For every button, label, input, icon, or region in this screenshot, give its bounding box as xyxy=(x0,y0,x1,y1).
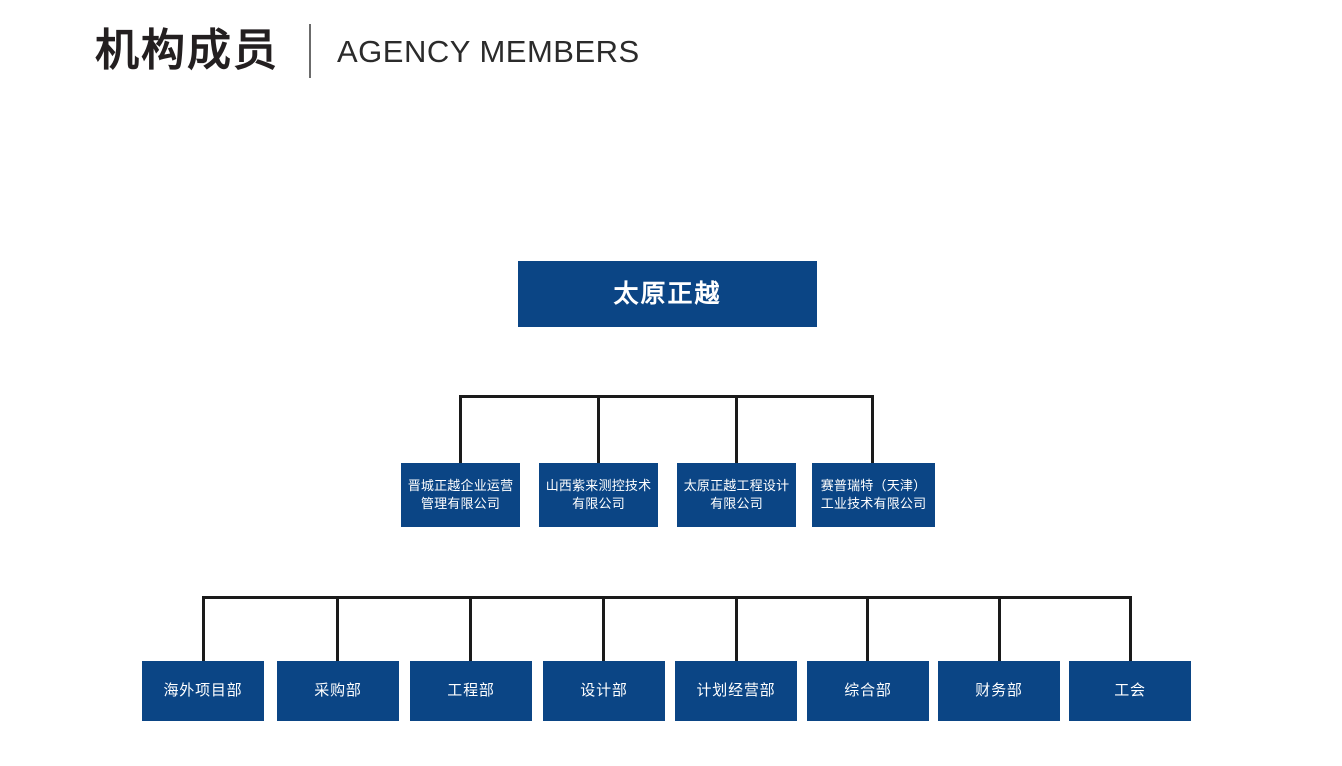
connector-horizontal-level2 xyxy=(460,395,873,398)
org-node-root-label: 太原正越 xyxy=(613,279,722,308)
org-node-department-2[interactable]: 采购部 xyxy=(277,661,399,721)
connector-horizontal-level3 xyxy=(203,596,1131,599)
org-node-department-4-label: 设计部 xyxy=(580,681,628,699)
connector-stem-subsidiary-4 xyxy=(871,395,874,464)
org-node-department-8[interactable]: 工会 xyxy=(1069,661,1191,721)
title-divider xyxy=(309,24,311,78)
org-node-subsidiary-3[interactable]: 太原正越工程设计有限公司 xyxy=(677,463,796,527)
connector-stem-department-1 xyxy=(202,596,205,662)
connector-stem-department-2 xyxy=(336,596,339,662)
connector-stem-department-4 xyxy=(602,596,605,662)
org-node-subsidiary-4[interactable]: 赛普瑞特（天津）工业技术有限公司 xyxy=(812,463,935,527)
org-node-department-7[interactable]: 财务部 xyxy=(938,661,1060,721)
connector-stem-subsidiary-2 xyxy=(597,395,600,464)
connector-stem-department-3 xyxy=(469,596,472,662)
org-node-subsidiary-1-label: 晋城正越企业运营管理有限公司 xyxy=(407,478,514,511)
org-node-department-1[interactable]: 海外项目部 xyxy=(142,661,264,721)
org-node-department-1-label: 海外项目部 xyxy=(163,681,243,699)
connector-stem-department-8 xyxy=(1129,596,1132,662)
org-node-department-6[interactable]: 综合部 xyxy=(807,661,929,721)
page-title-en: AGENCY MEMBERS xyxy=(337,33,640,69)
connector-stem-department-6 xyxy=(866,596,869,662)
org-node-department-8-label: 工会 xyxy=(1114,681,1146,699)
org-node-subsidiary-1[interactable]: 晋城正越企业运营管理有限公司 xyxy=(401,463,520,527)
connector-stem-subsidiary-3 xyxy=(735,395,738,464)
org-node-department-5-label: 计划经营部 xyxy=(696,681,776,699)
org-node-subsidiary-4-label: 赛普瑞特（天津）工业技术有限公司 xyxy=(820,478,927,511)
org-node-department-6-label: 综合部 xyxy=(844,681,892,699)
org-node-department-3-label: 工程部 xyxy=(447,681,495,699)
org-node-department-5[interactable]: 计划经营部 xyxy=(675,661,797,721)
org-node-root[interactable]: 太原正越 xyxy=(518,261,817,327)
org-node-department-7-label: 财务部 xyxy=(975,681,1023,699)
org-node-department-4[interactable]: 设计部 xyxy=(543,661,665,721)
page-title-cn: 机构成员 xyxy=(95,26,279,75)
connector-stem-department-5 xyxy=(735,596,738,662)
connector-stem-subsidiary-1 xyxy=(459,395,462,464)
org-node-subsidiary-3-label: 太原正越工程设计有限公司 xyxy=(683,478,790,511)
org-node-department-2-label: 采购部 xyxy=(314,681,362,699)
org-node-subsidiary-2-label: 山西紫来测控技术有限公司 xyxy=(545,478,652,511)
connector-stem-department-7 xyxy=(998,596,1001,662)
org-node-department-3[interactable]: 工程部 xyxy=(410,661,532,721)
page-header: 机构成员 AGENCY MEMBERS xyxy=(95,18,640,84)
org-node-subsidiary-2[interactable]: 山西紫来测控技术有限公司 xyxy=(539,463,658,527)
